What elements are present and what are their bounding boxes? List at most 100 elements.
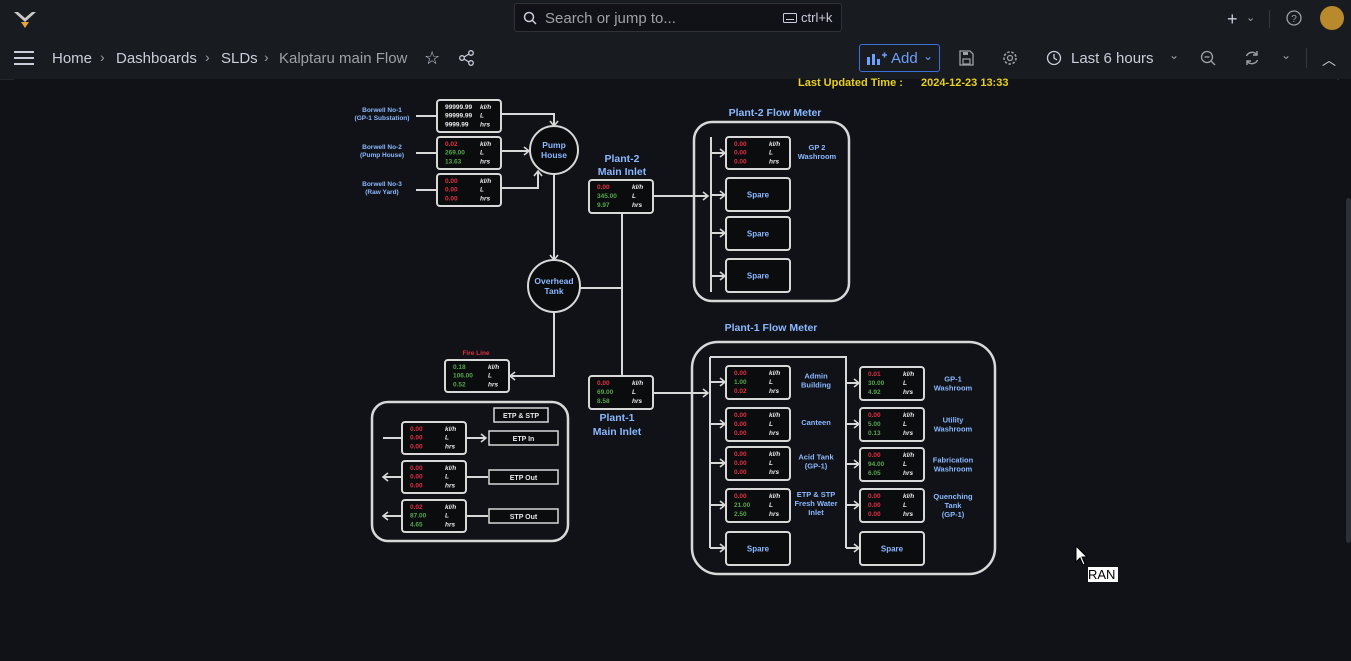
meter-value: 0.00: [410, 482, 423, 489]
label-box-text: STP Out: [510, 514, 538, 521]
breadcrumb-home[interactable]: Home: [52, 50, 93, 67]
breadcrumb-dashboards[interactable]: Dashboards: [116, 50, 197, 67]
meter-unit: L: [632, 193, 636, 200]
spare-label: Spare: [747, 191, 770, 200]
meter-value: 0.00: [445, 178, 458, 185]
help-icon[interactable]: ?: [1286, 10, 1302, 26]
meter-unit: hrs: [903, 470, 914, 477]
chevron-down-icon[interactable]: ⌄: [1169, 48, 1180, 62]
meter-unit: kl/h: [480, 178, 491, 185]
meter-unit: L: [903, 502, 907, 509]
meter-unit: L: [769, 421, 773, 428]
user-avatar[interactable]: [1320, 6, 1344, 30]
meter-value: 0.00: [410, 474, 423, 481]
meter-unit: kl/h: [445, 465, 456, 472]
share-icon[interactable]: [458, 50, 475, 66]
meter-unit: L: [445, 474, 449, 481]
breadcrumb-slds[interactable]: SLDs: [221, 50, 258, 67]
chevron-down-icon[interactable]: ⌄: [1281, 48, 1292, 62]
plant1-inlet-title: Plant-1: [599, 412, 634, 424]
spare-box: [859, 531, 925, 566]
plant2-inlet-title: Main Inlet: [598, 166, 647, 178]
plant2-meter-group: [692, 120, 851, 303]
meter-unit: L: [769, 379, 773, 386]
meter-value: 99999.99: [445, 104, 472, 111]
meter-value: 2.50: [734, 511, 747, 518]
collapse-chevron-up-icon[interactable]: ︿: [1322, 52, 1336, 68]
meter-unit: hrs: [769, 158, 780, 165]
meter-value: 0.02: [410, 504, 423, 511]
meter-unit: kl/h: [445, 504, 456, 511]
meter-value: 0.00: [868, 511, 881, 518]
meter-value: 0.00: [868, 502, 881, 509]
spare-label: Spare: [747, 545, 770, 554]
search-placeholder: Search or jump to...: [545, 10, 676, 27]
chevron-down-icon[interactable]: ⌄: [1246, 12, 1256, 24]
borewell-location: (GP-1 Substation): [355, 115, 410, 122]
meter-unit: hrs: [769, 388, 780, 395]
meter-unit: kl/h: [769, 141, 780, 148]
meter-value: 0.00: [734, 141, 747, 148]
gp2-label: GP 2: [809, 143, 826, 152]
zoom-out-icon[interactable]: [1200, 50, 1217, 67]
etp-row-label-box: [488, 469, 559, 485]
plant1-meter-group: [690, 340, 997, 576]
mouse-cursor-icon: [1075, 545, 1089, 566]
meter-unit: hrs: [632, 398, 643, 405]
spare-label: Spare: [881, 545, 904, 554]
meter-value: 269.00: [445, 150, 465, 157]
menu-icon[interactable]: [14, 51, 34, 65]
plant1-left-label: Building: [801, 381, 831, 390]
plant1-right-label: Fabrication: [933, 456, 974, 465]
plant1-right-label: Washroom: [934, 465, 973, 474]
plant1-right-label: Quenching: [933, 492, 973, 501]
arrow-head: [702, 191, 710, 201]
settings-gear-icon[interactable]: [1002, 50, 1018, 66]
plant1-meter-title: Plant-1 Flow Meter: [725, 322, 818, 334]
meter-value: 30.00: [868, 380, 885, 387]
new-plus-icon[interactable]: +: [1227, 9, 1238, 29]
scrollbar-thumb[interactable]: [1346, 198, 1351, 543]
star-icon[interactable]: ☆: [424, 48, 441, 68]
plant1-left-meter: [725, 365, 791, 400]
pipe-line: [501, 171, 539, 189]
divider: [1269, 10, 1270, 28]
borewell-meter: [436, 136, 502, 170]
meter-value: 0.00: [734, 493, 747, 500]
meter-unit: hrs: [769, 469, 780, 476]
meter-unit: L: [488, 373, 492, 380]
plant1-right-meter: [859, 407, 925, 442]
save-icon[interactable]: [958, 50, 974, 66]
meter-value: 9999.99: [445, 121, 469, 128]
meter-value: 0.00: [410, 465, 423, 472]
spare-box: [725, 531, 791, 566]
plant1-right-meter: [859, 366, 925, 401]
meter-value: 99999.99: [445, 113, 472, 120]
spare-box: [725, 216, 791, 251]
meter-unit: L: [632, 389, 636, 396]
add-button[interactable]: Add ⌄: [859, 44, 940, 72]
plant1-right-label: Utility: [943, 416, 965, 425]
borewell-name: Borwell No-3: [362, 181, 402, 188]
search-input[interactable]: Search or jump to... ctrl+k: [514, 3, 842, 32]
pipe-line: [501, 113, 555, 126]
meter-unit: L: [769, 150, 773, 157]
meter-unit: L: [445, 513, 449, 520]
time-range-picker[interactable]: Last 6 hours: [1071, 50, 1154, 67]
app-logo-icon[interactable]: [12, 8, 38, 30]
plant1-left-meter: [725, 488, 791, 523]
etp-stp-group: [370, 400, 570, 543]
borewell-meter: [436, 173, 502, 207]
pipe-line: [510, 312, 555, 377]
top-bar: Search or jump to... ctrl+k + ⌄ ?: [0, 0, 1351, 38]
plant2-meter-title: Plant-2 Flow Meter: [729, 107, 822, 119]
meter-value: 8.58: [597, 398, 610, 405]
breadcrumb-current: Kalptaru main Flow: [279, 50, 408, 67]
refresh-icon[interactable]: [1244, 50, 1260, 66]
meter-unit: kl/h: [769, 412, 780, 419]
meter-value: 0.00: [410, 435, 423, 442]
meter-value: 0.00: [734, 158, 747, 165]
plant1-left-meter: [725, 446, 791, 481]
meter-value: 9.97: [597, 202, 610, 209]
fire-line-meter: [444, 359, 510, 393]
